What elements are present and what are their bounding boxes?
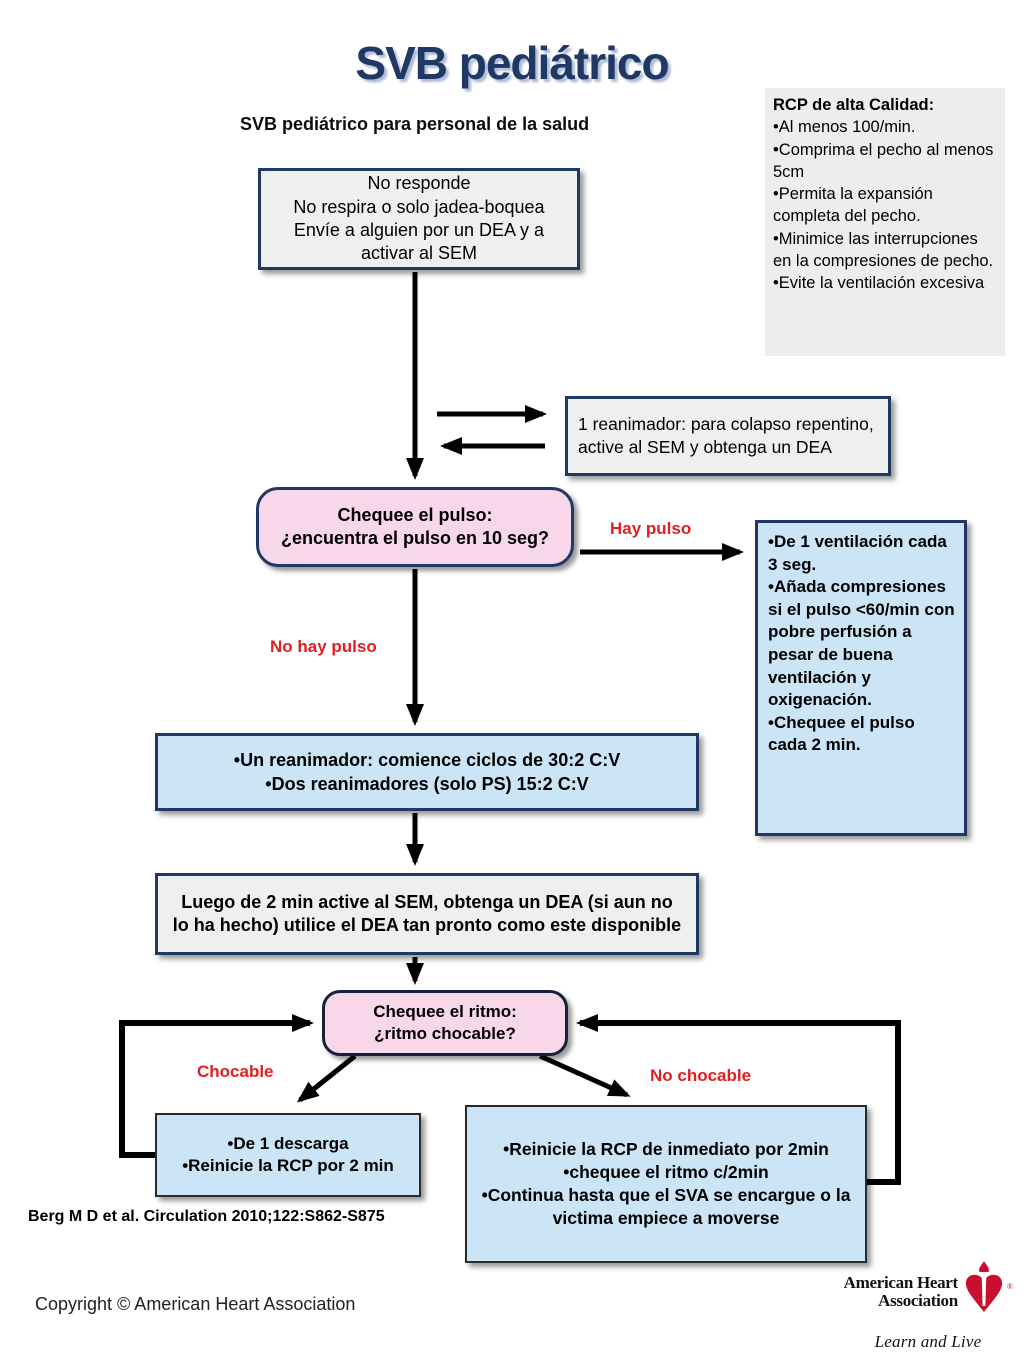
check-rhythm-box: Chequee el ritmo: ¿ritmo chocable? xyxy=(322,990,568,1056)
start-box-line: Envíe a alguien por un DEA y a activar a… xyxy=(293,220,545,264)
cycles-box: •Un reanimador: comience ciclos de 30:2 … xyxy=(155,733,699,811)
label-chocable: Chocable xyxy=(197,1062,274,1081)
ventilation-line: •Chequee el pulso cada 2 min. xyxy=(768,712,915,755)
aha-name-line2: Association xyxy=(878,1291,958,1310)
citation-text: Berg M D et al. Circulation 2010;122:S86… xyxy=(28,1208,385,1225)
rcp-quality-line: •Permita la expansión completa del pecho… xyxy=(773,185,933,226)
shock-line: •Reinicie la RCP por 2 min xyxy=(182,1156,394,1175)
after2min-text: Luego de 2 min active al SEM, obtenga un… xyxy=(172,891,682,935)
copyright-text: Copyright © American Heart Association xyxy=(35,1294,356,1314)
aha-logo-name: American Heart Association xyxy=(843,1273,959,1310)
check-pulse-line: Chequee el pulso: xyxy=(337,504,493,525)
rcp-quality-line: •Evite la ventilación excesiva xyxy=(773,274,985,293)
resume-line: •Continua hasta que el SVA se encargue o… xyxy=(481,1185,851,1229)
rcp-quality-line: •Minimice las interrupciones en la compr… xyxy=(773,229,994,270)
start-box: No responde No respira o solo jadea-boqu… xyxy=(258,168,580,270)
aha-name-line1: American Heart xyxy=(843,1273,959,1293)
arrow-chocable xyxy=(296,1054,357,1103)
check-rhythm-line: ¿ritmo chocable? xyxy=(374,1024,516,1043)
aha-logo-row: American Heart Association ® xyxy=(843,1261,1013,1322)
shock-line: •De 1 descarga xyxy=(227,1133,349,1153)
shock-box: •De 1 descarga •Reinicie la RCP por 2 mi… xyxy=(155,1113,421,1197)
label-no-hay-pulso: No hay pulso xyxy=(270,637,377,656)
page-title: SVB pediátrico xyxy=(355,37,669,89)
cycles-line: •Dos reanimadores (solo PS) 15:2 C:V xyxy=(265,774,589,794)
rcp-quality-box: RCP de alta Calidad: •Al menos 100/min. … xyxy=(765,88,1005,356)
rcp-quality-title: RCP de alta Calidad: xyxy=(773,96,935,114)
one-rescuer-text: 1 reanimador: para colapso repentino, ac… xyxy=(578,414,874,457)
one-rescuer-box: 1 reanimador: para colapso repentino, ac… xyxy=(565,396,891,476)
rcp-quality-line: •Comprima el pecho al menos 5cm xyxy=(773,140,994,181)
after2min-box: Luego de 2 min active al SEM, obtenga un… xyxy=(155,873,699,955)
arrow-no-chocable xyxy=(538,1053,631,1098)
aha-tagline: Learn and Live xyxy=(874,1332,982,1351)
check-pulse-box: Chequee el pulso: ¿encuentra el pulso en… xyxy=(256,487,574,567)
rcp-quality-line: •Al menos 100/min. xyxy=(773,118,916,137)
torch-handle-shape xyxy=(981,1273,987,1306)
torch-top-shape xyxy=(980,1272,988,1275)
start-box-line: No responde xyxy=(367,173,471,194)
torch-flame-shape xyxy=(979,1261,989,1272)
resume-line: •Reinicie la RCP de inmediato por 2min xyxy=(503,1138,829,1159)
aha-logo: American Heart Association ® Learn and L… xyxy=(843,1261,1013,1352)
page-subtitle: SVB pediátrico para personal de la salud xyxy=(240,114,590,134)
ventilation-line: •Añada compresiones si el pulso <60/min … xyxy=(768,577,955,710)
start-box-line: No respira o solo jadea-boquea xyxy=(293,196,545,217)
label-no-chocable: No chocable xyxy=(650,1066,752,1085)
ventilation-box: •De 1 ventilación cada 3 seg. •Añada com… xyxy=(755,520,967,836)
resume-box: •Reinicie la RCP de inmediato por 2min •… xyxy=(465,1105,867,1263)
check-rhythm-line: Chequee el ritmo: xyxy=(373,1001,517,1021)
registered-trademark: ® xyxy=(1006,1281,1013,1291)
heart-torch-icon xyxy=(965,1261,1003,1312)
resume-line: •chequee el ritmo c/2min xyxy=(563,1161,769,1182)
label-hay-pulso: Hay pulso xyxy=(610,519,692,538)
check-pulse-line: ¿encuentra el pulso en 10 seg? xyxy=(280,528,550,548)
cycles-line: •Un reanimador: comience ciclos de 30:2 … xyxy=(233,749,621,770)
ventilation-line: •De 1 ventilación cada 3 seg. xyxy=(768,532,947,574)
